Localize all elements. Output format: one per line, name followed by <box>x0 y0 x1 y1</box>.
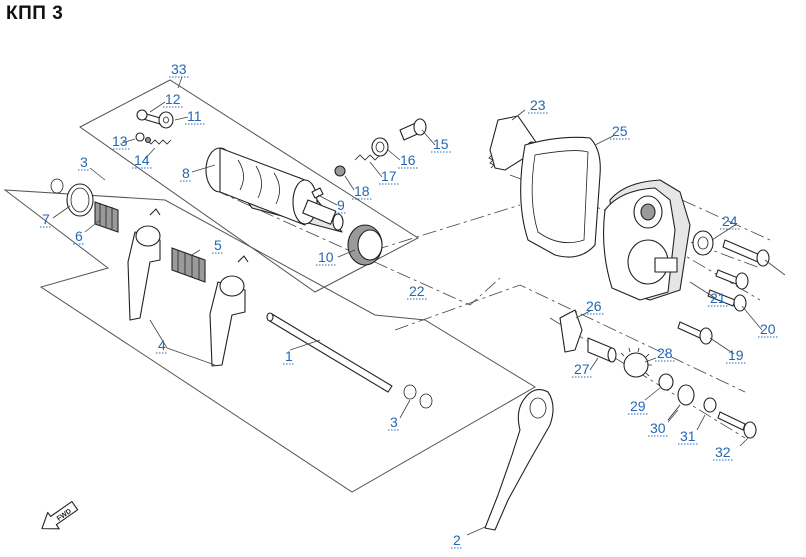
circlip-3-top <box>50 178 64 194</box>
callout-24: 24 <box>722 213 738 229</box>
callout-11: 11 <box>187 108 202 124</box>
callout-15: 15 <box>433 136 449 152</box>
spring-14 <box>146 139 172 145</box>
bracket-26 <box>559 309 583 353</box>
callout-3-top: 3 <box>80 154 88 170</box>
bolt-15 <box>399 118 427 141</box>
bushing-27 <box>587 337 617 363</box>
bolt-top-right <box>722 239 770 267</box>
bearing-10 <box>347 224 383 266</box>
callout-9: 9 <box>337 197 345 213</box>
fwd-arrow: FWD <box>41 501 79 530</box>
callout-31: 31 <box>680 428 696 444</box>
spring-17 <box>354 154 381 161</box>
shift-lever <box>484 389 554 531</box>
callout-7: 7 <box>42 211 50 227</box>
axis-line <box>214 189 501 306</box>
group-frame-22 <box>3 189 536 493</box>
bolt-19 <box>677 321 713 345</box>
callout-28: 28 <box>657 345 673 361</box>
collar-7 <box>66 183 94 217</box>
washer-16 <box>371 137 389 157</box>
washer-31 <box>703 397 717 413</box>
axis-line <box>549 317 746 439</box>
callout-12: 12 <box>165 91 181 107</box>
leader-lines <box>52 76 786 536</box>
callout-13: 13 <box>112 133 128 149</box>
pin-13 <box>135 132 152 144</box>
callout-10: 10 <box>318 249 334 265</box>
callout-30: 30 <box>650 420 666 436</box>
spring-5 <box>171 247 206 283</box>
callout-26: 26 <box>586 298 602 314</box>
callout-6: 6 <box>75 228 83 244</box>
callout-20: 20 <box>760 321 776 337</box>
callout-21: 21 <box>710 290 726 306</box>
gear-28 <box>620 347 652 378</box>
callout-29: 29 <box>630 398 646 414</box>
callout-5: 5 <box>214 237 222 253</box>
callout-17: 17 <box>381 168 397 184</box>
shift-drum <box>205 147 344 233</box>
gasket <box>520 136 601 258</box>
group-frame-33 <box>79 79 419 293</box>
spring-6 <box>94 201 119 233</box>
shift-fork-right <box>209 255 249 367</box>
callout-33: 33 <box>171 61 187 77</box>
callout-19: 19 <box>728 347 744 363</box>
axis-line <box>394 284 746 393</box>
callout-1: 1 <box>285 348 293 364</box>
callout-18: 18 <box>354 183 370 199</box>
washer-29 <box>658 373 674 391</box>
callout-14: 14 <box>134 152 150 168</box>
circlip-3-bottom <box>403 384 433 409</box>
callout-8: 8 <box>182 165 190 181</box>
callout-3-bottom: 3 <box>390 414 398 430</box>
callout-4: 4 <box>158 337 166 353</box>
fwd-label: FWD <box>56 508 73 523</box>
ball-18 <box>334 165 346 177</box>
axis-line <box>374 204 521 251</box>
oil-seal-24 <box>692 230 714 256</box>
spring-30 <box>667 384 695 421</box>
pin-12 <box>136 109 161 125</box>
bolt-32 <box>717 411 757 439</box>
callout-27: 27 <box>574 361 590 377</box>
callout-32: 32 <box>715 444 731 460</box>
callout-25: 25 <box>612 123 628 139</box>
cover-housing <box>603 179 691 301</box>
callout-16: 16 <box>400 152 416 168</box>
page-title: КПП 3 <box>6 3 64 24</box>
shift-fork-left <box>127 208 161 321</box>
shift-shaft <box>266 312 393 393</box>
pin-9 <box>311 187 324 199</box>
washer-11 <box>158 111 174 129</box>
callout-23: 23 <box>530 97 546 113</box>
callout-22: 22 <box>409 283 425 299</box>
callout-2: 2 <box>453 532 461 548</box>
callout-labels: 1 2 3 3 4 5 6 7 8 9 10 11 12 13 14 15 16… <box>40 61 778 549</box>
